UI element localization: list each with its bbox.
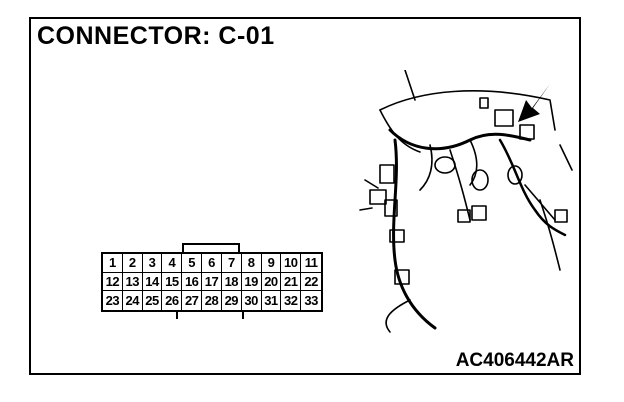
pin-16: 16 <box>182 272 203 292</box>
pointer-line <box>404 70 416 101</box>
pin-6: 6 <box>202 254 222 273</box>
pin-30: 30 <box>242 291 262 310</box>
connector-key-right <box>242 311 244 319</box>
diagram-frame <box>29 17 581 375</box>
pin-31: 31 <box>262 291 282 310</box>
pin-20: 20 <box>261 272 282 292</box>
dashboard-top-edge <box>379 90 556 131</box>
pin-25: 25 <box>143 291 163 310</box>
pin-2: 2 <box>122 254 143 273</box>
pin-29: 29 <box>222 291 242 310</box>
pin-23: 23 <box>103 291 123 310</box>
pin-18: 18 <box>221 272 242 292</box>
diagram-title: CONNECTOR: C-01 <box>37 22 275 50</box>
pin-19: 19 <box>241 272 262 292</box>
pin-22: 22 <box>301 273 321 292</box>
pin-28: 28 <box>202 291 222 310</box>
location-arrow-icon <box>518 84 550 122</box>
connector-key-left <box>176 311 178 319</box>
figure-code: AC406442AR <box>455 350 574 371</box>
pin-14: 14 <box>142 272 163 292</box>
pin-8: 8 <box>241 254 262 273</box>
pin-1: 1 <box>103 254 123 273</box>
pin-7: 7 <box>221 254 242 273</box>
pin-17: 17 <box>202 272 222 292</box>
pin-12: 12 <box>103 272 123 292</box>
connector-latch <box>182 243 240 253</box>
pin-9: 9 <box>261 254 282 273</box>
pin-15: 15 <box>162 272 183 292</box>
pin-21: 21 <box>281 272 302 292</box>
pin-27: 27 <box>182 291 203 310</box>
pin-5: 5 <box>182 254 203 273</box>
pin-32: 32 <box>281 291 302 310</box>
pin-10: 10 <box>281 254 302 273</box>
pin-3: 3 <box>142 254 163 273</box>
pin-33: 33 <box>304 293 318 309</box>
pin-11: 11 <box>301 254 321 273</box>
pin-24: 24 <box>123 291 143 310</box>
pin-13: 13 <box>122 272 143 292</box>
dashboard-wiring-illustration <box>359 70 573 333</box>
pin-26: 26 <box>162 291 183 310</box>
pin-4: 4 <box>162 254 183 273</box>
